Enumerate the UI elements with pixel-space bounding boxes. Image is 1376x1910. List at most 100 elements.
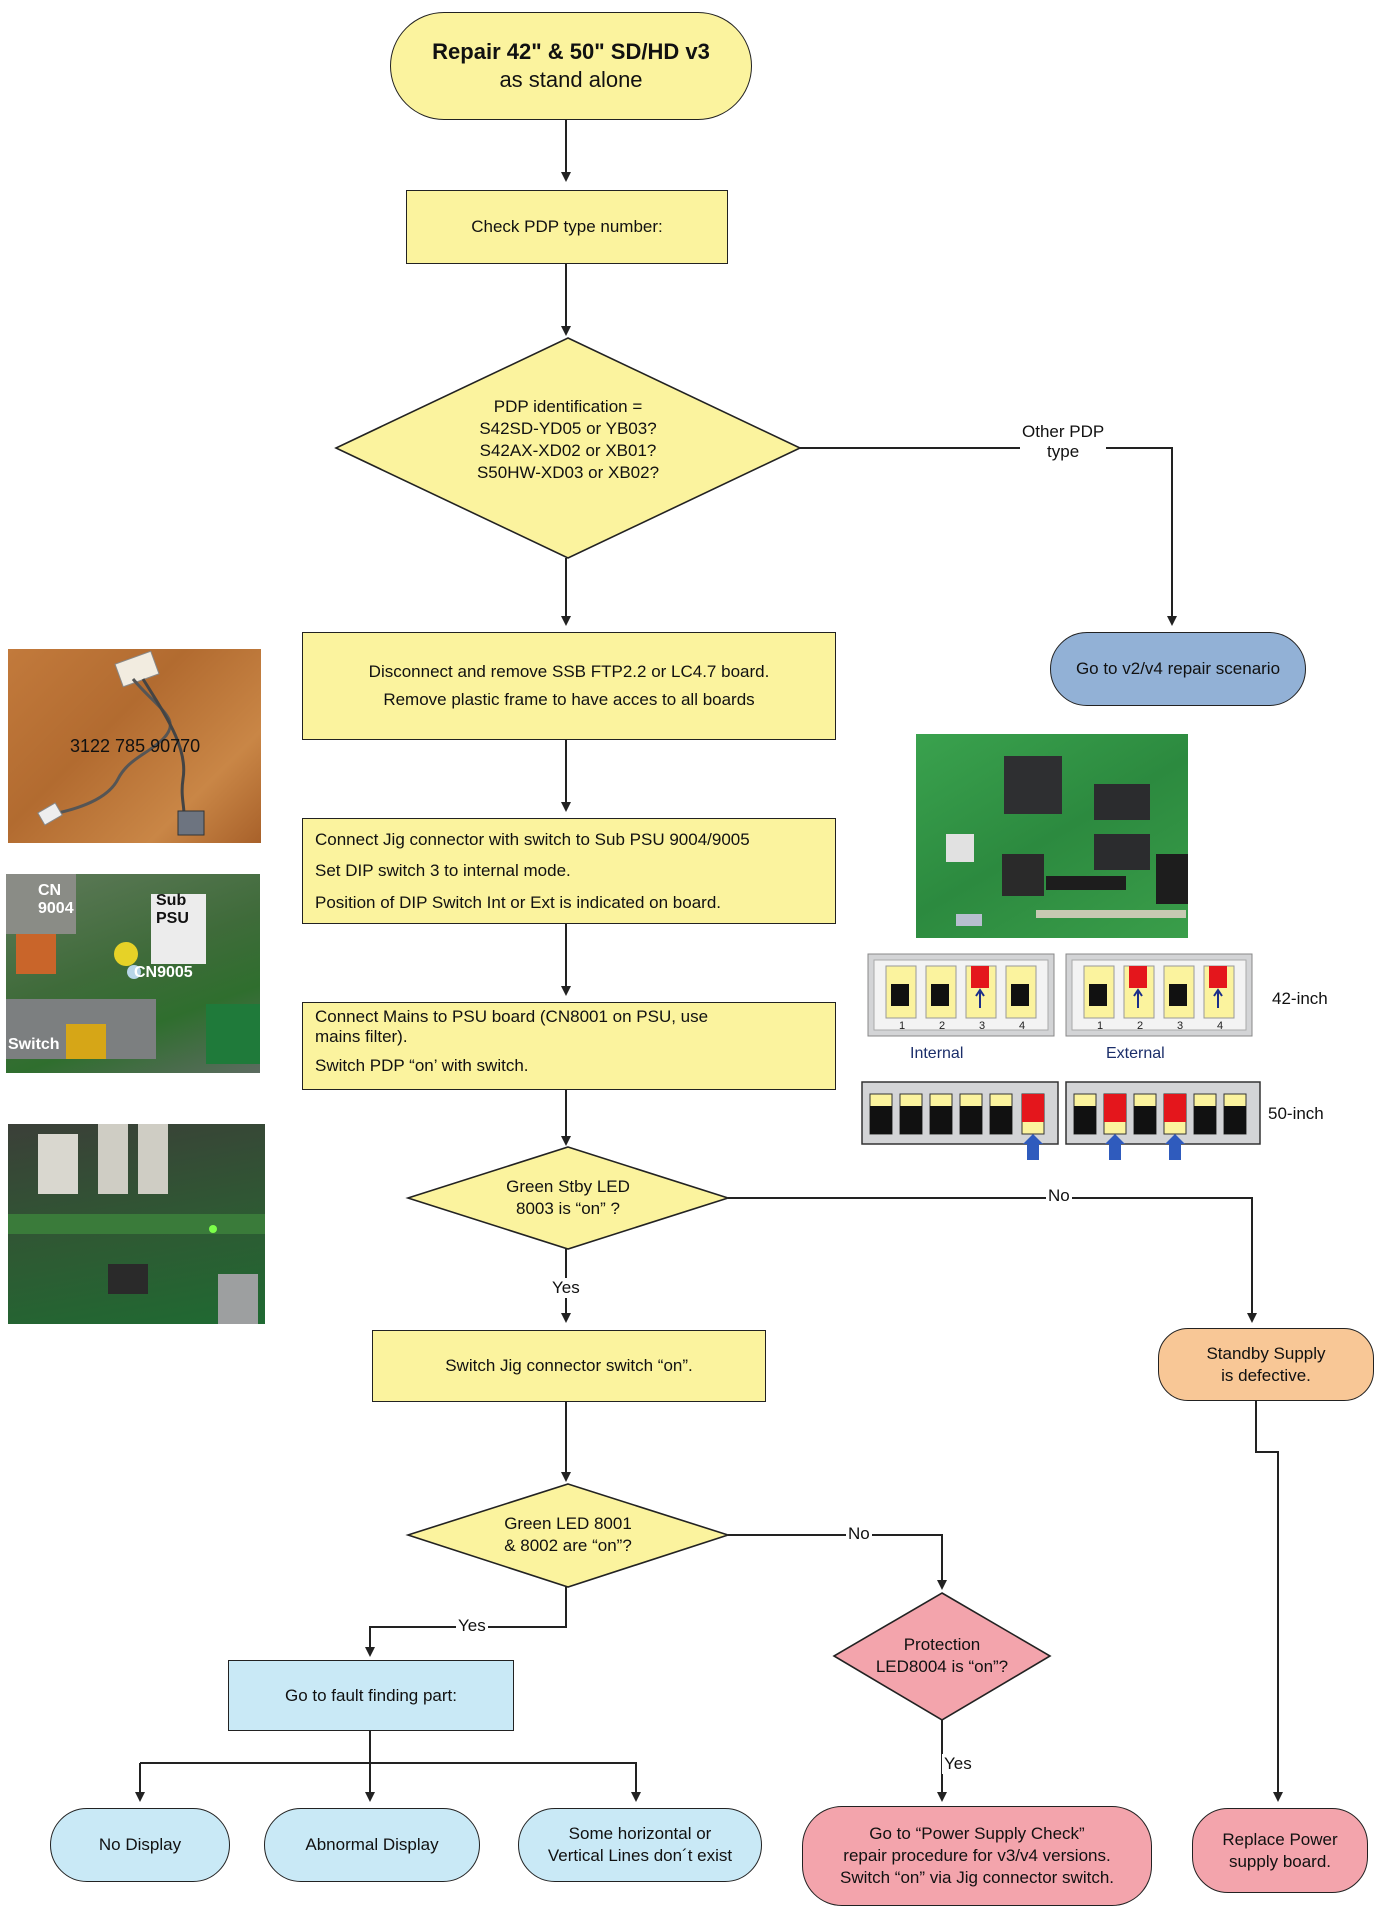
disconnect-box: Disconnect and remove SSB FTP2.2 or LC4.…: [302, 632, 836, 740]
fault-finding-box: Go to fault finding part:: [228, 1660, 514, 1731]
connect-mains-line-1: Connect Mains to PSU board (CN8001 on PS…: [315, 1007, 709, 1026]
connect-jig-box: Connect Jig connector with switch to Sub…: [302, 818, 836, 924]
edge-label-yes-green: Yes: [456, 1616, 488, 1637]
connect-mains-box: Connect Mains to PSU board (CN8001 on PS…: [302, 1002, 836, 1090]
green-led-line-2: & 8002 are “on”?: [504, 1536, 632, 1555]
sub-psu-drawing: [6, 874, 260, 1064]
connect-mains-line-3: Switch PDP “on’ with switch.: [315, 1055, 529, 1075]
decision-green-led: [405, 1483, 731, 1588]
connect-mains-line-2: mains filter).: [315, 1027, 408, 1047]
lines-missing-terminator: Some horizontal or Vertical Lines don´t …: [518, 1808, 762, 1882]
dip-42-int-num-2: 2: [939, 1020, 946, 1032]
decision-pdp-identification: [334, 337, 802, 559]
green-led-line-1: Green LED 8001: [504, 1513, 632, 1533]
protection-line-1: Protection: [903, 1634, 981, 1654]
title-line-2: as stand alone: [499, 67, 643, 92]
replace-power-line-2: supply board.: [1228, 1851, 1332, 1871]
photo-main-board: [8, 1124, 265, 1324]
switch-jig-text: Switch Jig connector switch “on”.: [445, 1356, 693, 1376]
connect-jig-line-3: Position of DIP Switch Int or Ext is ind…: [315, 892, 722, 912]
dip-board-drawing: [946, 756, 1188, 926]
power-supply-check-line-2: repair procedure for v3/v4 versions.: [843, 1846, 1111, 1866]
connector-fault-split: [140, 1731, 371, 1764]
main-board-drawing: [8, 1124, 265, 1324]
dip-42-int-num-3: 3: [979, 1020, 986, 1032]
photo-dip-board: [916, 734, 1188, 938]
lines-missing-line-1: Some horizontal or: [568, 1824, 712, 1844]
standby-defective-line-2: is defective.: [1221, 1365, 1311, 1385]
no-display-terminator: No Display: [50, 1808, 230, 1882]
other-type-line-2: type: [1047, 442, 1080, 462]
photo-sub-psu: CN 9004 Sub PSU CN9005 Switch: [6, 874, 260, 1073]
power-supply-check-line-3: Switch “on” via Jig connector switch.: [840, 1867, 1114, 1887]
dip-42-ext-num-1: 1: [1097, 1020, 1104, 1032]
standby-defective-terminator: Standby Supply is defective.: [1158, 1328, 1374, 1401]
identification-line-2: S42SD-YD05 or YB03?: [479, 418, 657, 438]
stby-led-line-1: Green Stby LED: [506, 1176, 630, 1196]
label-sub-psu: Sub PSU: [156, 892, 189, 927]
protection-line-2: LED8004 is “on”?: [875, 1657, 1009, 1676]
edge-label-yes-stby: Yes: [550, 1278, 582, 1299]
abnormal-display-text: Abnormal Display: [305, 1835, 439, 1855]
identification-line-1: PDP identification =: [493, 396, 643, 416]
stby-led-line-2: 8003 is “on” ?: [516, 1199, 620, 1218]
edge-label-yes-protection: Yes: [942, 1754, 974, 1775]
label-sub-psu-line-2: PSU: [156, 909, 189, 927]
label-cn9005: CN9005: [134, 964, 193, 981]
identification-text: PDP identification = S42SD-YD05 or YB03?…: [440, 380, 696, 500]
power-supply-check-terminator: Go to “Power Supply Check” repair proced…: [802, 1806, 1152, 1906]
other-type-label: Other PDP type: [1020, 422, 1107, 463]
dip-42-ext-num-3: 3: [1177, 1020, 1184, 1032]
disconnect-line-1: Disconnect and remove SSB FTP2.2 or LC4.…: [368, 662, 770, 682]
identification-line-3: S42AX-XD02 or XB01?: [479, 441, 657, 460]
title-line-1: Repair 42" & 50" SD/HD v3: [432, 38, 710, 64]
cable-part-number: 3122 785 90770: [70, 736, 201, 756]
connector-green-no: [728, 1534, 947, 1590]
connector-fault-to-right: [370, 1762, 641, 1802]
dip-42-ext-num-2: 2: [1137, 1020, 1144, 1032]
disconnect-line-2: Remove plastic frame to have acces to al…: [383, 690, 755, 709]
label-cn9004-line-1: CN: [38, 882, 62, 899]
dip-42-inch-label: 42-inch: [1272, 989, 1328, 1008]
dip-42-ext-num-4: 4: [1217, 1020, 1224, 1032]
power-supply-check-line-1: Go to “Power Supply Check”: [869, 1824, 1085, 1844]
connector-stby-no: [728, 1197, 1257, 1323]
label-cn9004: CN 9004: [38, 882, 74, 917]
abnormal-display-terminator: Abnormal Display: [264, 1808, 480, 1882]
replace-power-line-1: Replace Power: [1222, 1829, 1338, 1849]
label-sub-psu-line-1: Sub: [156, 892, 187, 909]
edge-label-no-green: No: [846, 1524, 872, 1545]
green-led-text: Green LED 8001 & 8002 are “on”?: [468, 1507, 668, 1563]
photo-jig-cable: 3122 785 90770: [8, 649, 261, 843]
dip-internal-caption: Internal: [910, 1045, 964, 1062]
fault-finding-text: Go to fault finding part:: [285, 1685, 457, 1705]
dip-50-inch-label: 50-inch: [1268, 1104, 1324, 1123]
check-type-box: Check PDP type number:: [406, 190, 728, 264]
standby-defective-line-1: Standby Supply: [1206, 1343, 1326, 1363]
no-display-text: No Display: [98, 1835, 182, 1855]
protection-text: Protection LED8004 is “on”?: [862, 1630, 1022, 1682]
check-type-text: Check PDP type number:: [471, 217, 663, 237]
lines-missing-line-2: Vertical Lines don´t exist: [547, 1846, 733, 1865]
stby-led-text: Green Stby LED 8003 is “on” ?: [468, 1170, 668, 1226]
go-v2v4-text: Go to v2/v4 repair scenario: [1075, 659, 1281, 679]
replace-power-terminator: Replace Power supply board.: [1192, 1808, 1368, 1893]
decision-stby-led: [405, 1146, 731, 1250]
label-switch: Switch: [8, 1036, 60, 1053]
go-v2v4-terminator: Go to v2/v4 repair scenario: [1050, 632, 1306, 706]
label-cn9004-line-2: 9004: [38, 899, 74, 917]
title-terminator: Repair 42" & 50" SD/HD v3 as stand alone: [390, 12, 752, 120]
dip-external-caption: External: [1106, 1045, 1165, 1062]
switch-jig-box: Switch Jig connector switch “on”.: [372, 1330, 766, 1402]
other-type-line-1: Other PDP: [1022, 422, 1105, 441]
connect-jig-line-2: Set DIP switch 3 to internal mode.: [315, 861, 571, 881]
dip-42-int-num-1: 1: [899, 1020, 906, 1032]
connector-standby-to-replace: [1255, 1401, 1283, 1802]
edge-label-no-stby: No: [1046, 1186, 1072, 1207]
cable-drawing: [37, 650, 205, 836]
identification-line-4: S50HW-XD03 or XB02?: [476, 463, 660, 483]
connector-other-type: [800, 447, 1177, 626]
connect-jig-line-1: Connect Jig connector with switch to Sub…: [315, 829, 750, 849]
dip-42-int-num-4: 4: [1019, 1020, 1026, 1032]
